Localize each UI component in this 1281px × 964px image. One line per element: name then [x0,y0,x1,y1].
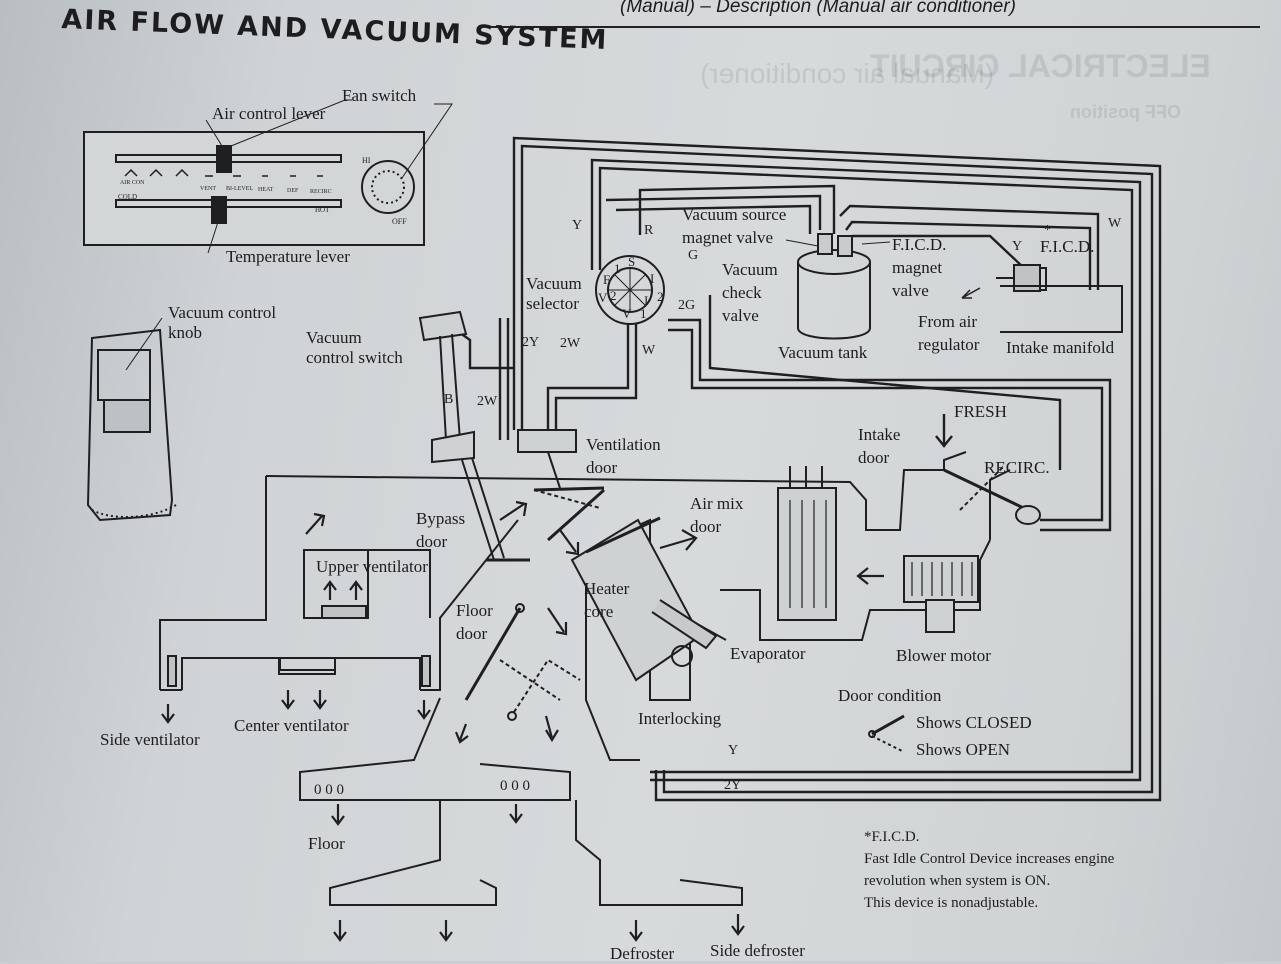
evaporator [777,466,837,621]
mode-recirc: RECIRC [310,189,332,195]
svg-text:F: F [603,272,610,287]
label-heater-core: Heater core [584,579,630,621]
label-shows-closed: Shows CLOSED [916,713,1032,732]
label-ficd-star: * [1044,223,1051,238]
footnote-title: *F.I.C.D. [864,829,920,845]
fan-off-label: OFF [392,217,407,226]
label-vacuum-selector: Vacuum selector [526,274,582,313]
label-air-control-lever: Air control lever [212,104,326,123]
label-ventilation-door: Ventilation door [586,435,661,477]
airflow-arrows [161,500,884,942]
hose-2y-bottom: 2Y [724,778,742,793]
hose-w-bottom: W [642,343,656,358]
mode-vent: VENT [200,186,216,192]
section-header: (Manual) – Description (Manual air condi… [620,0,1017,17]
label-evaporator: Evaporator [730,644,806,663]
label-recirc: RECIRC. [984,458,1050,477]
svg-text:2: 2 [657,289,664,304]
hose-g: G [688,248,699,263]
label-side-ventilator: Side ventilator [100,730,200,749]
hose-2w-switch: 2W [477,394,498,409]
heater-core [570,518,718,682]
label-upper-ventilator: Upper ventilator [316,557,428,576]
blower-motor [903,555,979,633]
vacuum-selector [595,255,665,325]
svg-text:V: V [598,290,608,305]
label-vacuum-check-valve: Vacuum check valve [722,260,778,325]
control-panel: HI OFF COLD HOT AIR CON VENT BI-LEVEL HE… [83,99,453,254]
mode-def: DEF [287,188,299,194]
main-duct [159,451,1011,906]
label-vacuum-control-knob: Vacuum control knob [168,303,277,342]
label-air-mix-door: Air mix door [690,494,744,536]
label-vacuum-tank: Vacuum tank [778,343,868,362]
label-side-defroster: Side defroster [710,941,805,960]
label-door-condition: Door condition [838,686,942,705]
label-vacuum-source-magnet-valve: Vacuum source magnet valve [682,205,787,247]
svg-text:V: V [622,306,632,321]
hose-y-bottom: Y [728,743,739,758]
label-intake-door: Intake door [858,425,901,467]
label-temperature-lever: Temperature lever [226,247,350,266]
label-floor: Floor [308,834,345,853]
label-fresh: FRESH [954,402,1007,421]
vacuum-hoses [455,136,1162,802]
label-ficd-magnet-valve: F.I.C.D. magnet valve [892,235,947,300]
floor-right-outlet-marks: 0 0 0 [500,778,530,794]
hose-y-top: Y [572,218,583,233]
label-bypass-door: Bypass door [416,509,466,551]
selector-ports: F S I V I V 2 1 2 1 [598,254,664,321]
air-control-slider [216,145,232,173]
svg-text:1: 1 [640,306,647,321]
label-from-air-regulator: From air regulator [918,312,980,354]
floor-left-outlet-marks: 0 0 0 [314,782,344,798]
vacuum-control-switch [418,310,505,561]
label-vacuum-control-switch: Vacuum control switch [306,328,403,367]
door-condition-legend [868,714,905,753]
doors [464,486,661,721]
svg-text:I: I [644,293,648,308]
floor-outlets [167,605,431,687]
vacuum-knob-sketch [86,317,177,522]
label-interlocking: Interlocking [638,709,722,728]
hose-w-right: W [1108,216,1122,231]
temperature-slider [211,196,227,224]
intake-door [935,414,1041,525]
label-center-ventilator: Center ventilator [234,716,349,735]
vacuum-tank [785,233,891,340]
label-defroster: Defroster [610,944,675,963]
ventilation-door-actuator [517,429,577,489]
hose-r: R [644,223,654,238]
hose-2y: 2Y [522,335,540,350]
fan-hi-label: HI [362,156,371,165]
hose-2w: 2W [560,336,581,351]
label-blower-motor: Blower motor [896,646,991,665]
label-floor-door: Floor door [456,601,493,643]
mode-air-con: AIR CON [120,180,145,186]
svg-text:1: 1 [614,261,621,276]
label-fan-switch: Fan switch [342,86,417,105]
hose-y-ficd: Y [1012,239,1023,254]
label-shows-open: Shows OPEN [916,740,1010,759]
svg-text:S: S [628,254,635,269]
ficd-footnote: *F.I.C.D. Fast Idle Control Device incre… [864,826,1114,914]
mode-bi-level: BI-LEVEL [226,186,253,192]
footnote-line-2: revolution when system is ON. [864,873,1051,889]
footnote-line-1: Fast Idle Control Device increases engin… [864,851,1115,867]
mode-heat: HEAT [258,187,274,193]
footnote-line-3: This device is nonadjustable. [864,895,1039,911]
label-intake-manifold: Intake manifold [1006,338,1115,357]
hot-label: HOT [315,206,330,214]
hose-2g: 2G [678,298,696,313]
hose-b: B [444,392,454,407]
svg-text:I: I [650,271,654,286]
ficd-device [961,264,1123,333]
header-rule [490,26,1260,28]
svg-text:2: 2 [610,288,617,303]
cold-label: COLD [118,193,137,201]
fan-switch-knob [361,160,415,214]
label-ficd: F.I.C.D. [1040,237,1095,256]
